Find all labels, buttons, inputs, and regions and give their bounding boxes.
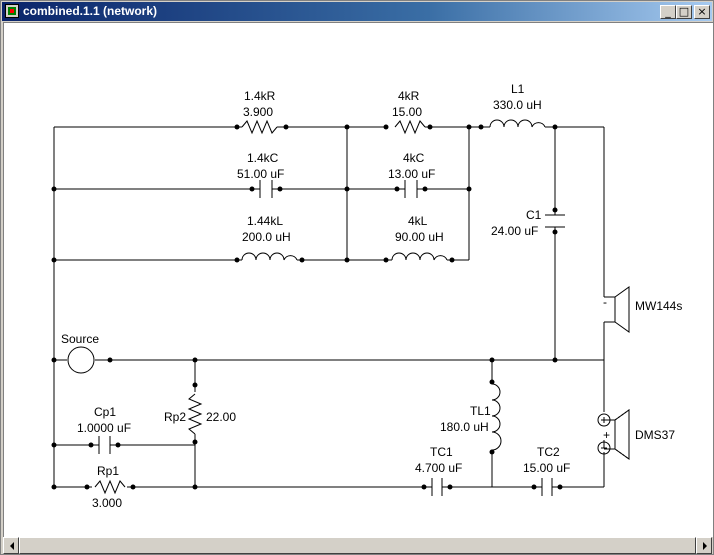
schematic-canvas[interactable]: 1.4kR 3.900 4kR 15.00 L1 330.0 uH 1.4kC …	[3, 22, 713, 537]
label-tc2-name: TC2	[537, 445, 560, 459]
scroll-right-button[interactable]	[696, 537, 712, 554]
capacitor-4kC	[404, 180, 418, 198]
wire	[346, 127, 470, 260]
minimize-button[interactable]: _	[660, 5, 676, 19]
label-1-44kL-value: 200.0 uH	[242, 230, 291, 244]
label-1-4kC-value: 51.00 uF	[237, 167, 284, 181]
schematic: 1.4kR 3.900 4kR 15.00 L1 330.0 uH 1.4kC …	[51, 82, 682, 510]
capacitor-tc1	[431, 478, 443, 496]
label-mw144s: MW144s	[635, 299, 682, 313]
label-mw144s-minus: -	[603, 295, 607, 309]
label-c1-value: 24.00 uF	[491, 224, 538, 238]
label-rp1-value: 3.000	[92, 496, 122, 510]
inductor-tl1	[491, 383, 502, 451]
label-tl1-name: TL1	[470, 404, 491, 418]
resistor-4kR	[394, 119, 426, 135]
label-cp1-value: 1.0000 uF	[77, 421, 131, 435]
junction-dots	[51, 124, 563, 490]
resistor-rp1	[94, 479, 126, 495]
app-icon	[5, 4, 19, 18]
label-dms37: DMS37	[635, 428, 675, 442]
label-4kR-value: 15.00	[392, 105, 422, 119]
label-4kL-value: 90.00 uH	[395, 230, 444, 244]
inductor-4kL	[391, 252, 448, 261]
label-4kL-name: 4kL	[408, 214, 428, 228]
label-1-4kR-name: 1.4kR	[244, 89, 276, 103]
label-tc2-value: 15.00 uF	[523, 461, 570, 475]
label-1-4kR-value: 3.900	[243, 105, 273, 119]
label-1-4kC-name: 1.4kC	[247, 151, 279, 165]
scroll-left-button[interactable]	[3, 537, 19, 554]
resistor-rp2	[187, 393, 203, 435]
label-l1-value: 330.0 uH	[493, 98, 542, 112]
label-4kC-name: 4kC	[403, 151, 425, 165]
label-source: Source	[61, 332, 99, 346]
capacitor-cp1	[98, 436, 111, 454]
horizontal-scrollbar[interactable]	[3, 537, 712, 554]
speaker-mw144s	[604, 286, 630, 333]
title-bar[interactable]: combined.1.1 (network) _ □ ×	[2, 2, 712, 21]
inductor-l1	[489, 119, 546, 128]
label-rp1-name: Rp1	[97, 464, 119, 478]
label-4kC-value: 13.00 uF	[388, 167, 435, 181]
capacitor-c1	[545, 214, 565, 228]
resistor-1-4kR	[241, 119, 278, 135]
label-c1-name: C1	[526, 208, 542, 222]
source-symbol	[67, 346, 95, 374]
label-l1-name: L1	[511, 82, 525, 96]
label-tl1-value: 180.0 uH	[440, 420, 489, 434]
speaker-dms37-pin-top	[597, 413, 611, 427]
label-tc1-name: TC1	[430, 445, 453, 459]
capacitor-1-4kC	[259, 180, 273, 198]
scrollbar-thumb[interactable]	[19, 537, 696, 554]
label-rp2-value: 22.00	[206, 410, 236, 424]
maximize-button[interactable]: □	[676, 5, 692, 19]
window-title: combined.1.1 (network)	[23, 4, 158, 18]
label-dms37-plus: +	[603, 428, 610, 442]
label-1-44kL-name: 1.44kL	[247, 214, 283, 228]
arrow-right-icon	[703, 542, 707, 550]
label-tc1-value: 4.700 uF	[415, 461, 462, 475]
close-button[interactable]: ×	[694, 5, 710, 19]
label-4kR-name: 4kR	[398, 89, 420, 103]
speaker-dms37-pin-bottom	[597, 441, 611, 455]
arrow-left-icon	[10, 542, 14, 550]
label-cp1-name: Cp1	[94, 405, 116, 419]
inductor-1-44kL	[241, 252, 298, 261]
label-rp2-name: Rp2	[164, 410, 186, 424]
wire	[54, 126, 605, 297]
capacitor-tc2	[541, 478, 553, 496]
